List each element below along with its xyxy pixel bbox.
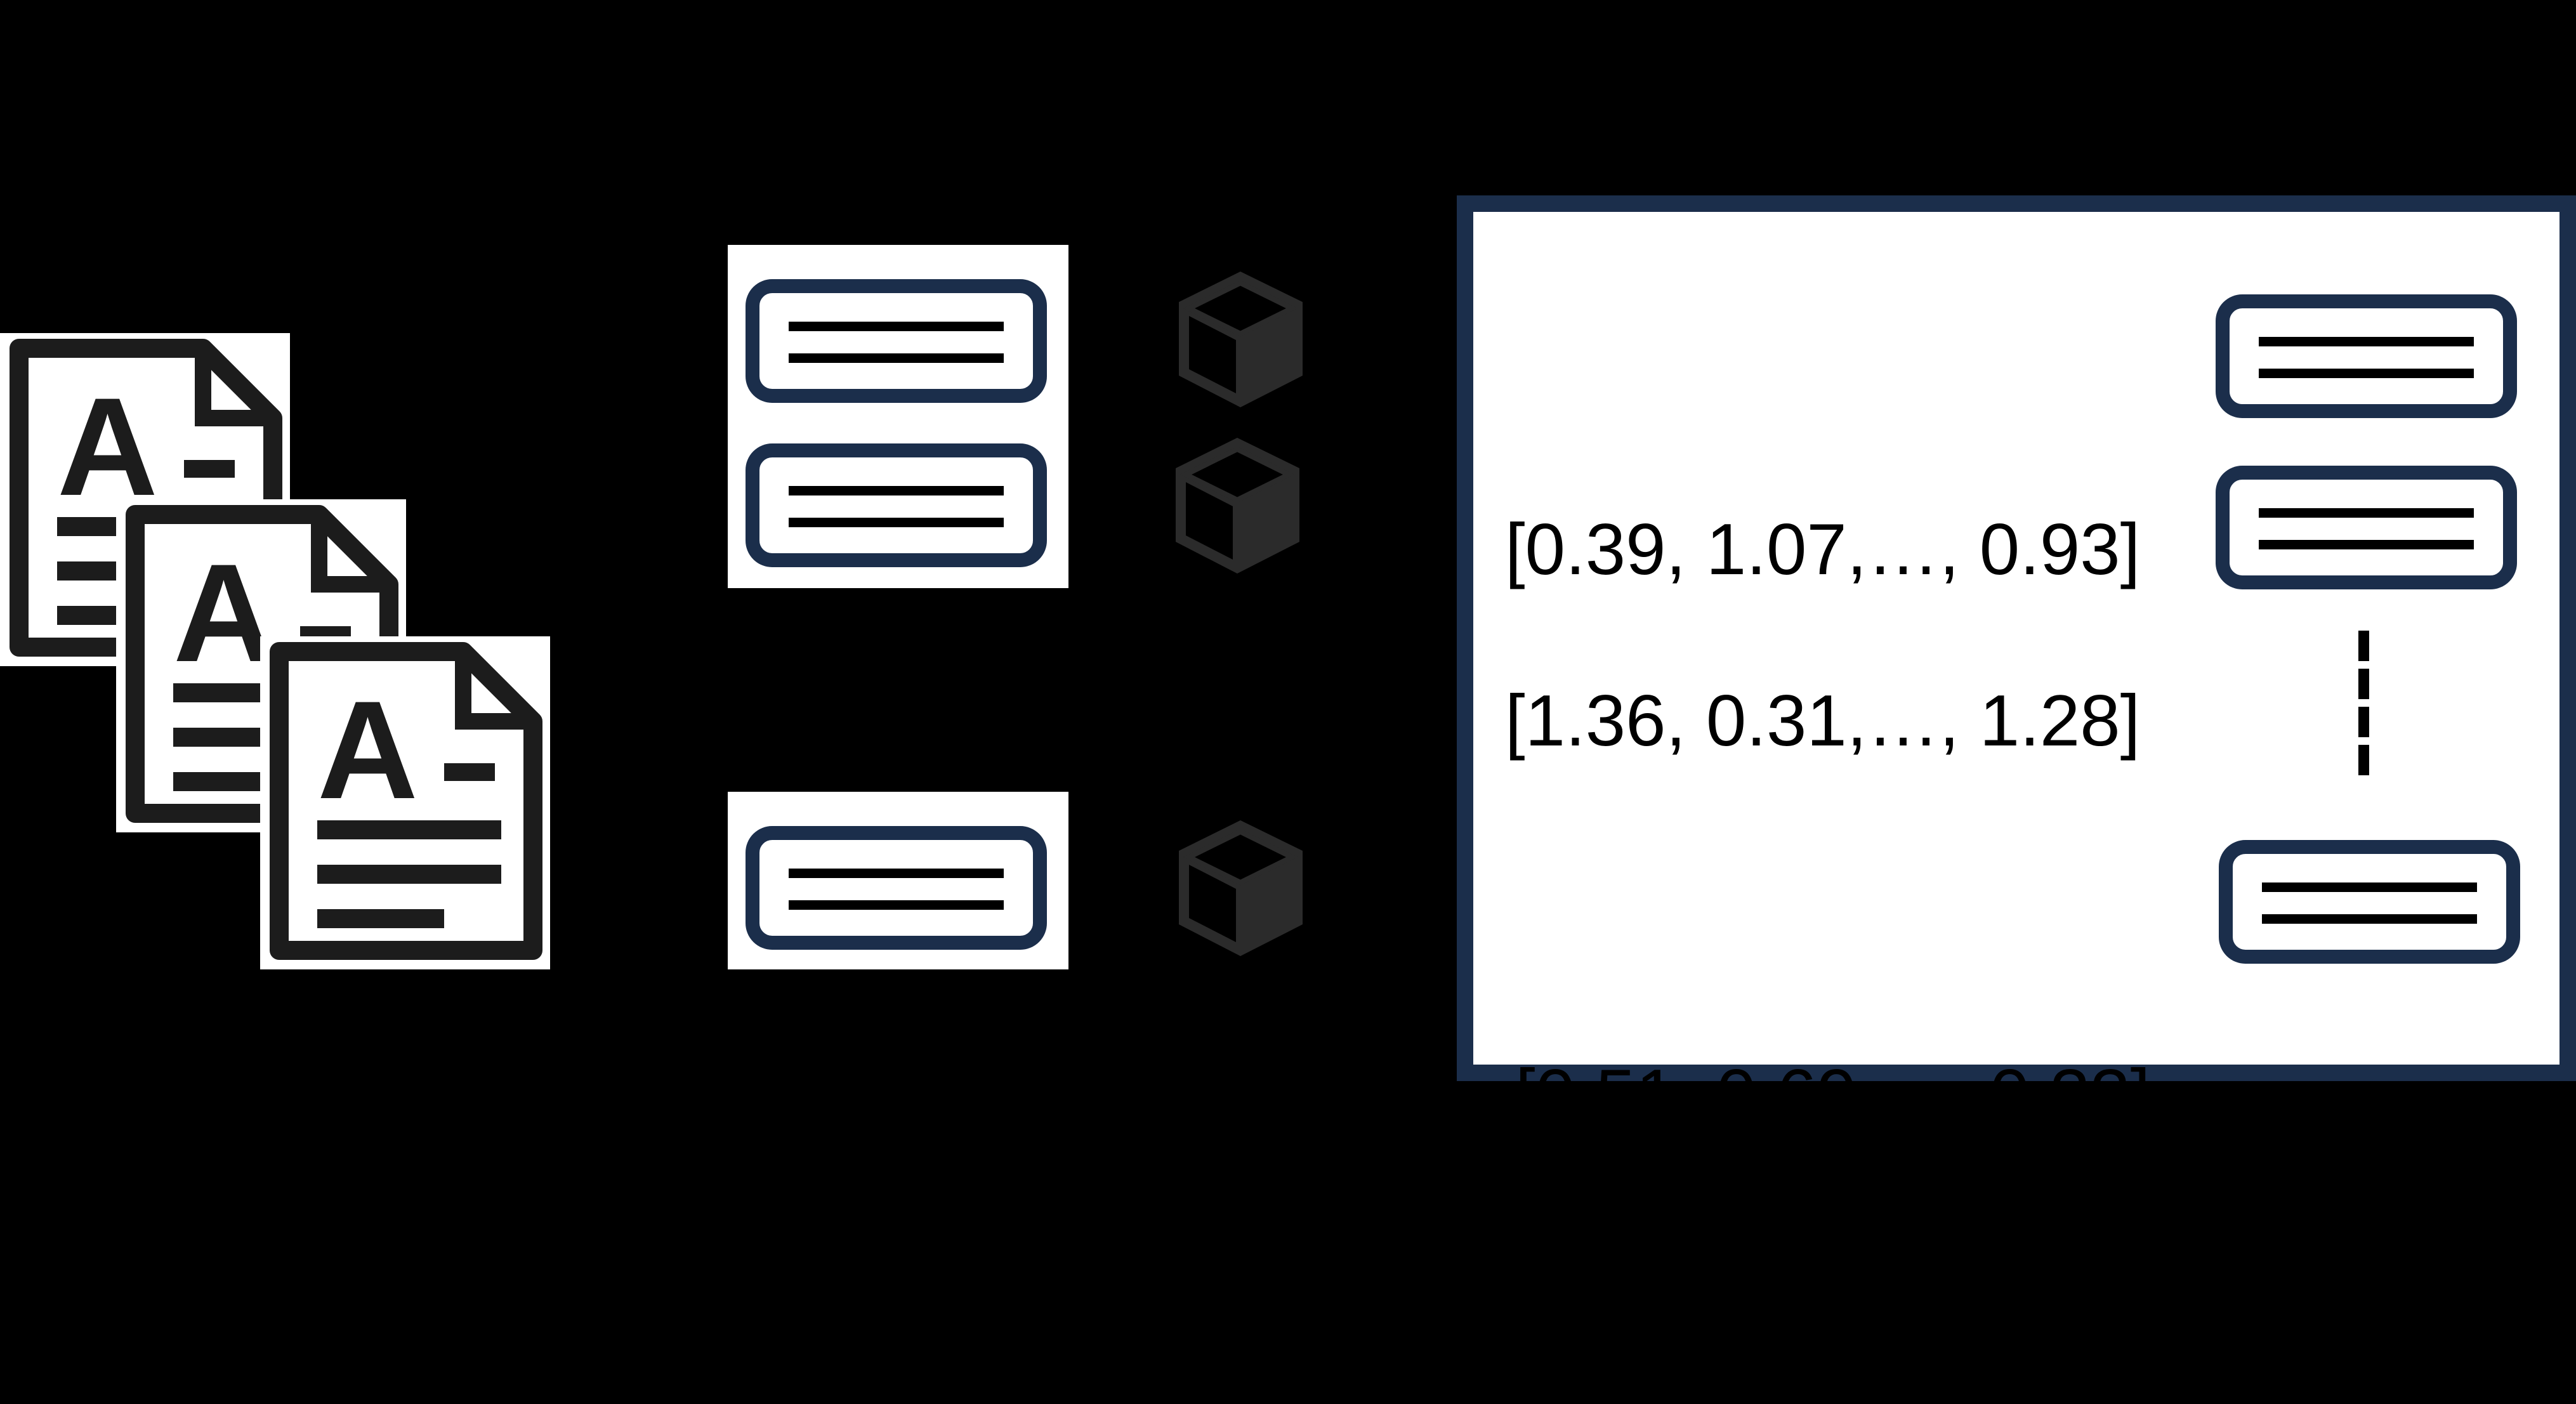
svg-text:A: A	[317, 672, 418, 828]
document-letter: A	[57, 369, 158, 525]
text-chunk-icon	[2219, 840, 2520, 964]
text-chunk-icon	[2216, 294, 2517, 418]
svg-text:A: A	[173, 535, 274, 691]
text-chunk-icon	[746, 826, 1047, 950]
cube-icon	[1169, 433, 1306, 579]
chunk-panel-top	[728, 245, 1068, 588]
document-icon: A	[260, 636, 550, 969]
text-chunk-icon	[746, 443, 1047, 567]
vector-text: [1.36, 0.31,…, 1.28]	[1505, 681, 2141, 761]
chunk-panel-bottom	[728, 792, 1068, 969]
cube-icon	[1173, 815, 1309, 961]
vector-text: [0.51, 0.69,…, 0.33]	[1515, 1055, 2151, 1136]
vector-text: [0.39, 1.07,…, 0.93]	[1505, 509, 2141, 590]
text-chunk-icon	[2216, 466, 2517, 589]
text-chunk-icon	[746, 279, 1047, 403]
vector-store-panel: [0.39, 1.07,…, 0.93] [1.36, 0.31,…, 1.28…	[1457, 195, 2576, 1132]
cube-icon	[1173, 266, 1309, 412]
